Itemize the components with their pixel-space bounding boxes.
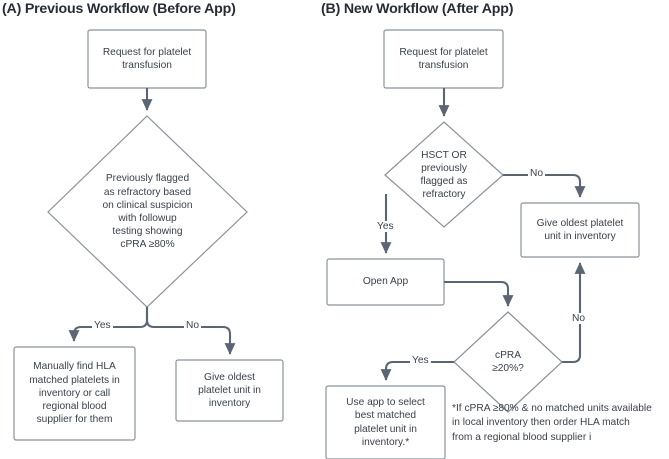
edge-label-b-no-right: No bbox=[570, 313, 588, 324]
node-b4-shape bbox=[326, 258, 445, 306]
node-b2-shape bbox=[384, 121, 504, 228]
edge-label-a-no: No bbox=[184, 320, 202, 331]
edge-b5-to-b6 bbox=[380, 360, 454, 381]
node-b6-shape bbox=[325, 385, 446, 459]
edge-label-b-yes-bot: Yes bbox=[410, 355, 431, 366]
edge-label-b-no-top: No bbox=[528, 168, 546, 179]
panel-b-footnote: *If cPRA ≥80% & no matched units availab… bbox=[452, 403, 652, 443]
node-b3-shape bbox=[520, 202, 640, 258]
node-a4-shape bbox=[175, 359, 284, 422]
node-a2-shape bbox=[47, 115, 248, 308]
panel-a-title: (A) Previous Workflow (Before App) bbox=[2, 1, 236, 17]
edge-b5-to-b3 bbox=[562, 262, 586, 364]
edge-b4-to-b5 bbox=[444, 280, 514, 307]
node-b1-shape bbox=[383, 29, 504, 89]
panel-b-title: (B) New Workflow (After App) bbox=[321, 1, 514, 17]
node-b5-shape bbox=[453, 311, 563, 413]
edge-label-b-yes-left: Yes bbox=[375, 221, 396, 232]
edge-b2-to-b3 bbox=[503, 173, 586, 198]
node-a1-shape bbox=[87, 29, 207, 89]
node-a3-shape bbox=[13, 346, 136, 441]
edge-label-a-yes: Yes bbox=[92, 320, 113, 331]
